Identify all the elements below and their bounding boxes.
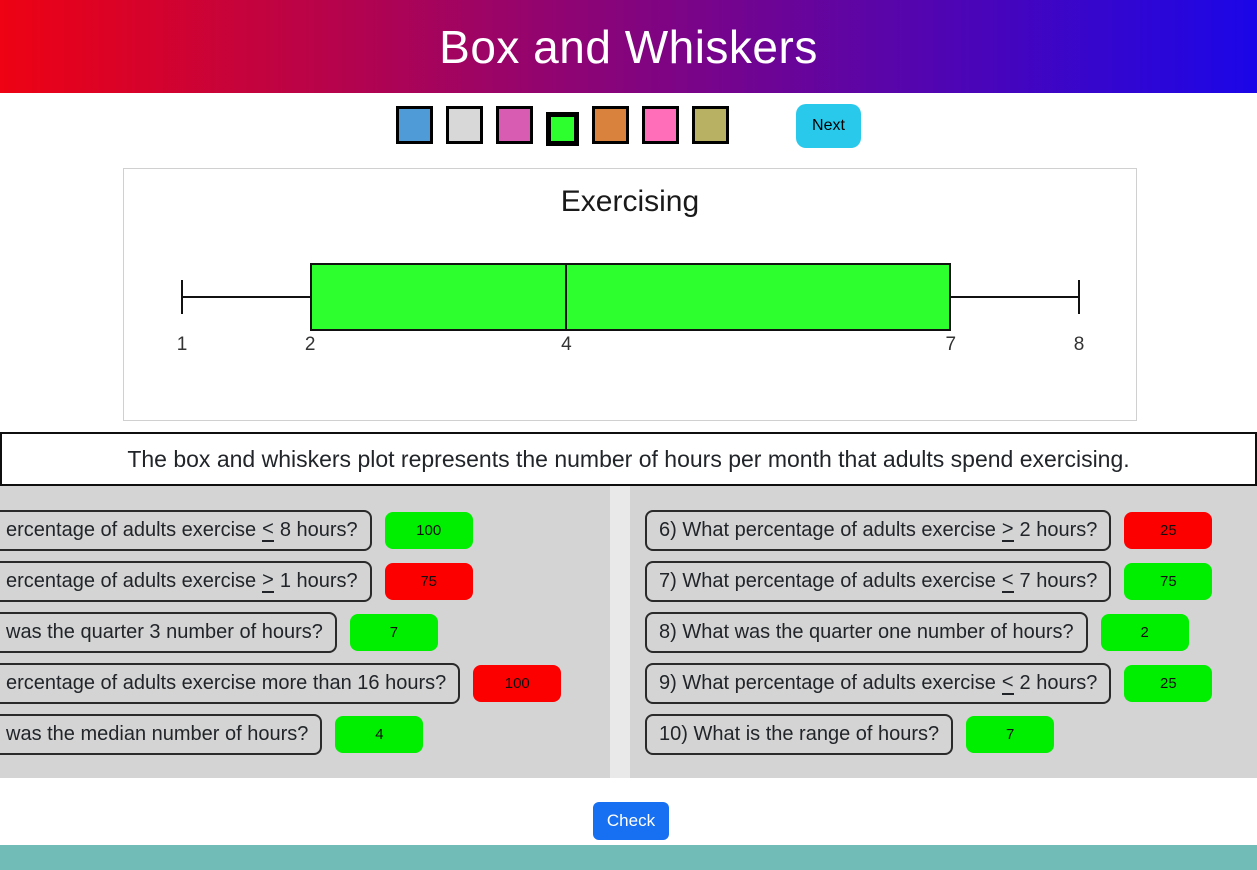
footer-bar bbox=[0, 845, 1257, 870]
next-button[interactable]: Next bbox=[796, 104, 861, 148]
question-text-suffix: 2 hours? bbox=[1019, 519, 1098, 541]
question-text: 10) What is the range of hours? bbox=[659, 723, 940, 745]
comparator-symbol: < bbox=[1001, 671, 1014, 695]
answer-box[interactable]: 25 bbox=[1124, 512, 1213, 549]
question-row: ercentage of adults exercise>1 hours? 75 bbox=[0, 561, 610, 602]
question-label: was the quarter 3 number of hours? bbox=[0, 612, 337, 653]
comparator-symbol: > bbox=[262, 569, 274, 593]
axis-tick-label: 8 bbox=[1073, 334, 1085, 355]
whisker-right-cap bbox=[1078, 280, 1080, 314]
question-label: was the median number of hours? bbox=[0, 714, 323, 755]
description-bar: The box and whiskers plot represents the… bbox=[0, 432, 1257, 486]
question-text-suffix: 1 hours? bbox=[279, 570, 358, 592]
check-button[interactable]: Check bbox=[593, 802, 669, 840]
answer-box[interactable]: 4 bbox=[335, 716, 424, 753]
comparator-symbol: < bbox=[262, 518, 274, 542]
answer-box[interactable]: 75 bbox=[384, 563, 473, 600]
whisker-left-cap bbox=[181, 280, 183, 314]
question-row: ercentage of adults exercise more than 1… bbox=[0, 663, 610, 704]
answer-box[interactable]: 7 bbox=[349, 614, 438, 651]
question-label: ercentage of adults exercise<8 hours? bbox=[0, 510, 372, 551]
axis-tick-label: 4 bbox=[561, 334, 572, 355]
comparator-symbol: > bbox=[1001, 518, 1014, 542]
questions-section: ercentage of adults exercise<8 hours?100… bbox=[0, 486, 1257, 778]
question-text: was the median number of hours? bbox=[6, 723, 309, 745]
palette-swatch-khaki[interactable] bbox=[692, 106, 729, 144]
palette-swatch-light-gray[interactable] bbox=[446, 106, 483, 144]
page-title: Box and Whiskers bbox=[439, 20, 818, 73]
question-row: 8) What was the quarter one number of ho… bbox=[645, 612, 1257, 653]
question-text: was the quarter 3 number of hours? bbox=[6, 621, 323, 643]
question-label: 6) What percentage of adults exercise>2 … bbox=[645, 510, 1112, 551]
color-palette bbox=[396, 106, 729, 146]
question-text: 8) What was the quarter one number of ho… bbox=[659, 621, 1074, 643]
answer-box[interactable]: 25 bbox=[1124, 665, 1213, 702]
question-text: ercentage of adults exercise bbox=[6, 570, 257, 592]
chart-title: Exercising bbox=[560, 185, 700, 218]
axis-tick-label: 1 bbox=[176, 334, 188, 355]
whisker-left-line bbox=[182, 296, 311, 298]
questions-column-left: ercentage of adults exercise<8 hours?100… bbox=[0, 486, 610, 778]
question-row: was the quarter 3 number of hours? 7 bbox=[0, 612, 610, 653]
color-toolbar: Next bbox=[0, 104, 1257, 148]
palette-swatch-blue[interactable] bbox=[396, 106, 433, 144]
median-line bbox=[565, 263, 568, 331]
boxplot-panel: Exercising 1 2 4 7 8 bbox=[123, 168, 1137, 421]
question-row: 10) What is the range of hours? 7 bbox=[645, 714, 1257, 755]
questions-column-right: 6) What percentage of adults exercise>2 … bbox=[630, 486, 1257, 778]
description-text: The box and whiskers plot represents the… bbox=[127, 445, 1130, 472]
answer-box[interactable]: 100 bbox=[473, 665, 562, 702]
question-text: 9) What percentage of adults exercise bbox=[659, 672, 996, 694]
question-row: 9) What percentage of adults exercise<2 … bbox=[645, 663, 1257, 704]
question-text: 7) What percentage of adults exercise bbox=[659, 570, 996, 592]
question-label: 7) What percentage of adults exercise<7 … bbox=[645, 561, 1112, 602]
axis-tick-label: 7 bbox=[945, 334, 957, 355]
question-row: ercentage of adults exercise<8 hours? 100 bbox=[0, 510, 610, 551]
palette-swatch-green[interactable] bbox=[546, 112, 579, 146]
comparator-symbol: < bbox=[1001, 569, 1014, 593]
palette-swatch-orange[interactable] bbox=[592, 106, 629, 144]
app-header: Box and Whiskers bbox=[0, 0, 1257, 93]
question-text: ercentage of adults exercise more than 1… bbox=[6, 672, 447, 694]
question-label: ercentage of adults exercise>1 hours? bbox=[0, 561, 372, 602]
whisker-right-line bbox=[950, 296, 1079, 298]
question-label: 9) What percentage of adults exercise<2 … bbox=[645, 663, 1112, 704]
question-label: 10) What is the range of hours? bbox=[645, 714, 954, 755]
question-label: ercentage of adults exercise more than 1… bbox=[0, 663, 461, 704]
question-text-suffix: 7 hours? bbox=[1019, 570, 1098, 592]
answer-box[interactable]: 75 bbox=[1124, 563, 1213, 600]
question-row: 6) What percentage of adults exercise>2 … bbox=[645, 510, 1257, 551]
answer-box[interactable]: 100 bbox=[384, 512, 473, 549]
question-label: 8) What was the quarter one number of ho… bbox=[645, 612, 1088, 653]
question-text: 6) What percentage of adults exercise bbox=[659, 519, 996, 541]
answer-box[interactable]: 2 bbox=[1100, 614, 1189, 651]
palette-swatch-magenta[interactable] bbox=[496, 106, 533, 144]
iqr-box bbox=[310, 263, 951, 331]
question-text-suffix: 2 hours? bbox=[1019, 672, 1098, 694]
axis-tick-label: 2 bbox=[304, 334, 316, 355]
question-row: was the median number of hours? 4 bbox=[0, 714, 610, 755]
question-row: 7) What percentage of adults exercise<7 … bbox=[645, 561, 1257, 602]
palette-swatch-pink[interactable] bbox=[642, 106, 679, 144]
question-text: ercentage of adults exercise bbox=[6, 519, 257, 541]
question-text-suffix: 8 hours? bbox=[279, 519, 358, 541]
answer-box[interactable]: 7 bbox=[966, 716, 1055, 753]
